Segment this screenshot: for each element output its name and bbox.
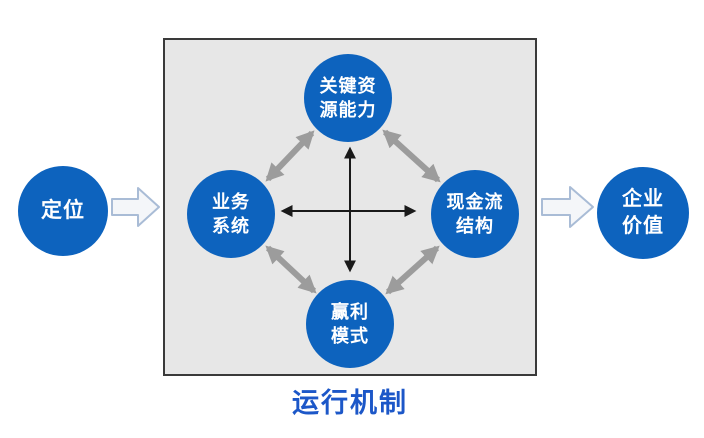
box-caption: 运行机制 <box>292 388 408 418</box>
node-business-system-label: 业务 系统 <box>212 191 250 236</box>
node-key-resources: 关键资 源能力 <box>304 54 392 142</box>
node-profit-model-label: 赢利 模式 <box>331 301 369 346</box>
arrow-cashflow-to-profit-icon <box>385 245 440 295</box>
flow-arrow-right-icon <box>541 186 594 228</box>
node-enterprise-value: 企业 价值 <box>597 167 689 259</box>
arrow-resources-to-cashflow-icon <box>382 129 441 183</box>
node-positioning-label: 定位 <box>41 198 85 222</box>
flow-arrow-right-icon <box>111 187 160 227</box>
node-business-system: 业务 系统 <box>187 170 275 258</box>
node-key-resources-label: 关键资 源能力 <box>319 75 377 120</box>
node-positioning: 定位 <box>18 166 108 256</box>
arrow-business-to-resources-icon <box>265 130 315 182</box>
node-cash-flow: 现金流 结构 <box>431 170 519 258</box>
arrow-profit-to-business-icon <box>265 245 317 294</box>
node-profit-model: 赢利 模式 <box>306 280 394 368</box>
gray-diagonal-arrows <box>265 129 441 295</box>
black-cross-arrows <box>280 146 417 273</box>
node-enterprise-value-label: 企业 价值 <box>622 188 664 237</box>
relationship-arrows <box>265 129 441 295</box>
node-cash-flow-label: 现金流 结构 <box>446 191 504 236</box>
operating-mechanism-box: 关键资 源能力 业务 系统 现金流 结构 赢利 模式 <box>163 38 537 376</box>
